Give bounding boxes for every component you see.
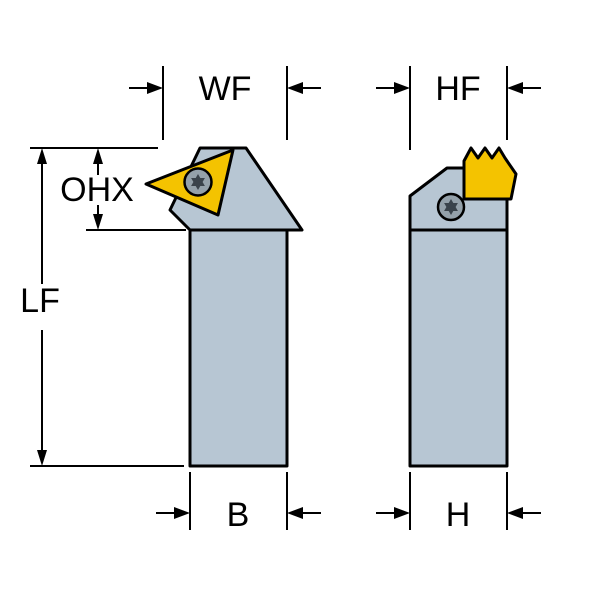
arrow-left-icon <box>287 507 303 519</box>
side-shank <box>408 228 509 468</box>
arrow-right-icon <box>174 507 190 519</box>
dimension-ohx: OHX <box>30 147 186 231</box>
dimension-label-hf: HF <box>435 70 480 108</box>
arrow-up-icon <box>93 148 103 164</box>
dimension-label-wf: WF <box>199 70 252 108</box>
front-view <box>144 146 304 468</box>
torx-star <box>444 203 458 215</box>
dimension-lf: LF <box>20 148 184 467</box>
arrow-left-icon <box>507 507 523 519</box>
dimension-wf: WF <box>129 66 321 140</box>
arrow-down-icon <box>93 214 103 230</box>
dimension-h: H <box>376 472 541 534</box>
dimension-label-lf: LF <box>20 282 60 320</box>
dimension-label-h: H <box>446 496 471 534</box>
torx-screw-icon <box>436 192 466 222</box>
front-shank <box>188 228 289 468</box>
arrow-left-icon <box>507 82 523 94</box>
dimension-b: B <box>156 472 321 534</box>
arrow-left-icon <box>287 82 303 94</box>
arrow-down-icon <box>37 450 47 466</box>
arrow-right-icon <box>394 82 410 94</box>
torx-screw-icon <box>183 167 213 197</box>
dimension-label-b: B <box>227 496 250 534</box>
arrow-right-icon <box>147 82 163 94</box>
torx-star <box>191 178 205 190</box>
dimension-label-ohx: OHX <box>60 171 134 209</box>
arrow-up-icon <box>37 148 47 164</box>
side-insert <box>462 146 518 201</box>
dimension-hf: HF <box>376 66 541 150</box>
arrow-right-icon <box>394 507 410 519</box>
side-view <box>408 146 518 468</box>
